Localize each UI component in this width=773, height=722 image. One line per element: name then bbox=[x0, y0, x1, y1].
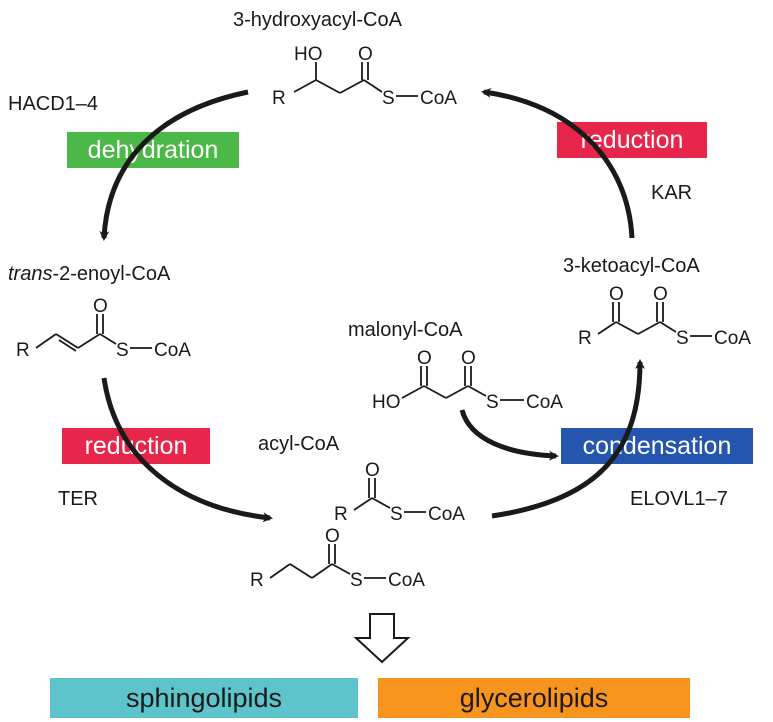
elongated-acyl-coa: CoA bbox=[388, 570, 425, 591]
ketoacyl-o1: O bbox=[609, 284, 624, 305]
hydroxyacyl-o: O bbox=[358, 44, 373, 65]
ketoacyl-coa: CoA bbox=[714, 328, 751, 349]
enoyl-suffix: -2-enoyl-CoA bbox=[52, 263, 171, 285]
hydroxyacyl-ho: HO bbox=[294, 44, 323, 65]
hydroxyacyl-coa: CoA bbox=[420, 88, 457, 109]
ketoacyl-s: S bbox=[676, 328, 689, 349]
acyl-coa: CoA bbox=[428, 504, 465, 525]
malonyl-o1: O bbox=[417, 348, 432, 369]
malonyl-s: S bbox=[486, 392, 499, 413]
acyl-r: R bbox=[334, 504, 348, 525]
dehydration-badge: dehydration bbox=[67, 132, 239, 168]
malonyl-ho: HO bbox=[372, 392, 401, 413]
label-hacd1-4: HACD1–4 bbox=[8, 93, 99, 115]
enoyl-r: R bbox=[16, 340, 30, 361]
hydroxyacyl-r: R bbox=[272, 88, 286, 109]
hollow-down-arrow bbox=[353, 613, 411, 664]
label-acyl-coa: acyl-CoA bbox=[258, 433, 340, 455]
elongated-acyl-s: S bbox=[350, 570, 363, 591]
ketoacyl-r: R bbox=[578, 328, 592, 349]
glycerolipids-box: glycerolipids bbox=[378, 678, 690, 718]
acyl-o: O bbox=[365, 460, 380, 481]
arrow-malonyl-input bbox=[459, 409, 559, 461]
arrow-dehydration bbox=[99, 89, 249, 241]
label-trans-2-enoyl-coa: trans-2-enoyl-CoA bbox=[8, 264, 170, 284]
enoyl-o: O bbox=[93, 296, 108, 317]
label-ter: TER bbox=[58, 488, 98, 510]
elongated-acyl-r: R bbox=[250, 570, 264, 591]
malonyl-coa: CoA bbox=[526, 392, 563, 413]
label-elovl1-7: ELOVL1–7 bbox=[630, 488, 728, 510]
condensation-badge: condensation bbox=[561, 428, 753, 464]
ketoacyl-o2: O bbox=[653, 284, 668, 305]
arrow-reduction-left bbox=[101, 377, 273, 523]
trans-prefix: trans bbox=[8, 263, 53, 285]
enoyl-coa: CoA bbox=[154, 340, 191, 361]
label-malonyl-coa: malonyl-CoA bbox=[348, 319, 463, 341]
label-3-ketoacyl-coa: 3-ketoacyl-CoA bbox=[563, 255, 700, 277]
acyl-s: S bbox=[390, 504, 403, 525]
arrow-reduction-top bbox=[481, 87, 635, 239]
enoyl-s: S bbox=[116, 340, 129, 361]
sphingolipids-box: sphingolipids bbox=[50, 678, 358, 718]
arrow-condensation bbox=[491, 359, 645, 519]
malonyl-o2: O bbox=[461, 348, 476, 369]
elongated-acyl-o: O bbox=[325, 526, 340, 547]
label-kar: KAR bbox=[651, 182, 693, 204]
label-3-hydroxyacyl-coa: 3-hydroxyacyl-CoA bbox=[233, 9, 402, 31]
hydroxyacyl-s: S bbox=[382, 88, 395, 109]
